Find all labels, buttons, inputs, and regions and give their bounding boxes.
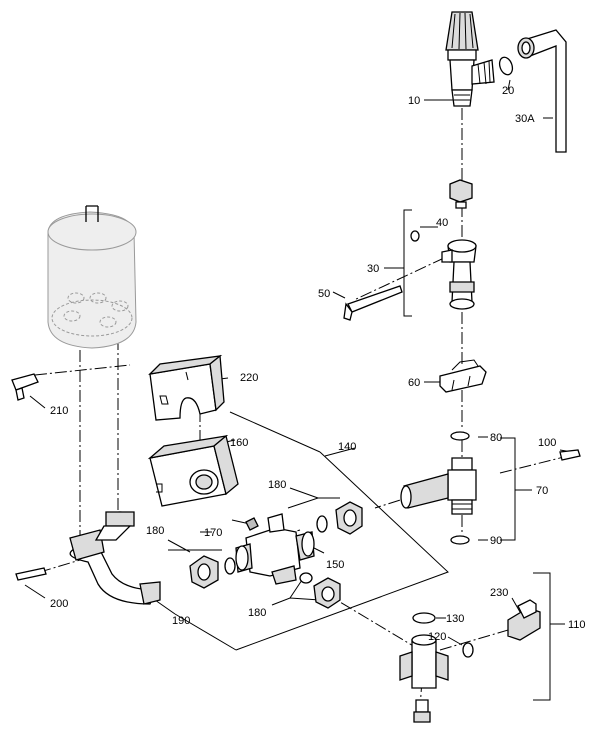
part-20-ring	[498, 56, 514, 76]
label-140: 140	[338, 441, 356, 453]
part-120-ring	[462, 642, 474, 658]
label-80: 80	[490, 432, 502, 444]
label-180-c: 180	[248, 607, 266, 619]
part-40-ring	[410, 230, 420, 242]
part-130-ring	[412, 612, 436, 624]
label-190: 190	[172, 615, 190, 627]
part-90-ring	[450, 535, 470, 545]
part-150-valve-body	[235, 513, 315, 585]
label-30a: 30A	[515, 113, 535, 125]
part-100-pin	[559, 449, 581, 461]
part-200-pin	[15, 567, 47, 581]
label-160: 160	[230, 437, 248, 449]
part-30-fitting	[441, 239, 477, 310]
center-lines	[19, 108, 573, 709]
part-170-screw	[245, 517, 259, 531]
label-70: 70	[536, 485, 548, 497]
part-30-bolt	[449, 179, 473, 209]
label-130: 130	[446, 613, 464, 625]
label-110: 110	[568, 619, 586, 631]
glass-bowl	[47, 205, 137, 349]
label-150: 150	[326, 559, 344, 571]
part-10-valve	[445, 11, 495, 107]
label-60: 60	[408, 377, 420, 389]
label-170: 170	[204, 527, 222, 539]
part-70-fitting	[400, 457, 477, 515]
label-180-a: 180	[268, 479, 286, 491]
part-180-nuts	[189, 501, 363, 609]
part-50-pin	[343, 285, 403, 321]
label-20: 20	[502, 85, 514, 97]
part-210-clip	[11, 373, 39, 401]
part-60-clip	[439, 359, 487, 393]
label-50: 50	[318, 288, 330, 300]
label-220: 220	[240, 372, 258, 384]
part-230-plug	[507, 599, 541, 641]
part-80-ring	[450, 431, 470, 441]
leader-lines	[24, 79, 573, 701]
label-90: 90	[490, 535, 502, 547]
label-10: 10	[408, 95, 420, 107]
label-200: 200	[50, 598, 68, 610]
part-220-cover	[148, 354, 225, 421]
label-230: 230	[490, 587, 508, 599]
part-labels: 10 20 30A 30 40 50 60 70 80 90 100 110 1…	[50, 85, 586, 643]
label-210: 210	[50, 405, 68, 417]
label-40: 40	[436, 217, 448, 229]
label-120: 120	[428, 631, 446, 643]
label-30: 30	[367, 263, 379, 275]
part-160-actuator	[147, 434, 239, 507]
part-190-hose	[69, 511, 161, 605]
label-180-b: 180	[146, 525, 164, 537]
part-110-fitting	[399, 634, 449, 723]
label-100: 100	[538, 437, 556, 449]
part-30A-tube	[517, 29, 567, 153]
